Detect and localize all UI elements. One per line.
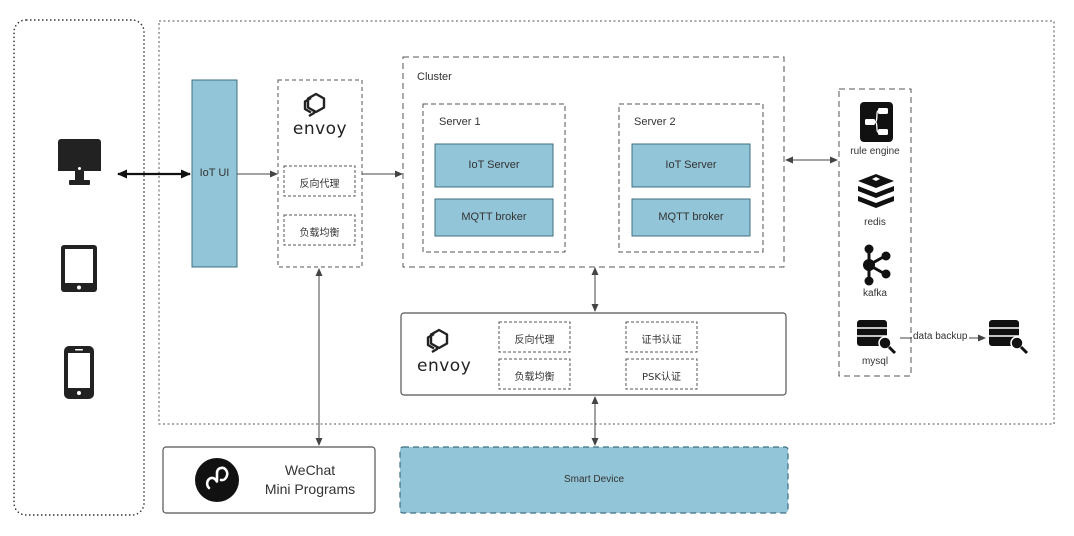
bottom-envoy-text: envoy <box>417 356 472 376</box>
server-2-iot-server <box>631 143 751 188</box>
cluster-title: Cluster <box>417 71 452 83</box>
server-2-box <box>618 103 764 253</box>
bottom-gateway <box>400 312 787 396</box>
smart-device-label: Smart Device <box>563 474 624 485</box>
data-backup-label: data backup <box>912 331 969 342</box>
cert-auth-box <box>625 321 698 353</box>
psk-auth-box <box>625 358 698 390</box>
system-boundary <box>158 20 1055 425</box>
envoy-logo-icon-bottom <box>426 328 449 354</box>
wechat-title: WeChat Mini Programs <box>255 461 365 499</box>
top-reverse-proxy-label: 反向代理 <box>299 179 340 190</box>
server-2-iot-server-label: IoT Server <box>665 159 717 171</box>
smartphone-icon <box>64 346 94 399</box>
rule-engine-label: rule engine <box>850 146 900 157</box>
server-1-iot-server <box>434 143 554 188</box>
kafka-icon <box>863 244 891 286</box>
top-load-balance-box <box>283 214 356 246</box>
cert-auth-label: 证书认证 <box>641 335 682 346</box>
server-1-title: Server 1 <box>439 116 481 128</box>
redis-icon <box>858 174 894 208</box>
wechat-mini-program-icon <box>195 458 239 502</box>
server-2-mqtt <box>631 198 751 237</box>
iot-ui-label: IoT UI <box>199 167 230 179</box>
smart-device-box <box>399 446 789 514</box>
bottom-reverse-proxy-box <box>498 321 571 353</box>
desktop-icon <box>58 139 101 185</box>
envoy-logo-icon <box>303 92 326 118</box>
services-box <box>838 88 912 377</box>
mysql-label: mysql <box>861 356 889 367</box>
server-2-mqtt-label: MQTT broker <box>658 211 724 223</box>
server-1-mqtt <box>434 198 554 237</box>
iot-ui-box <box>191 79 238 268</box>
client-panel <box>13 19 145 516</box>
mysql-icon <box>857 320 897 355</box>
rule-engine-icon <box>860 102 893 142</box>
server-1-iot-server-label: IoT Server <box>468 159 520 171</box>
psk-auth-label: PSK认证 <box>642 372 681 383</box>
redis-label: redis <box>864 217 886 228</box>
bottom-load-balance-label: 负载均衡 <box>514 372 555 383</box>
wechat-line-1: WeChat <box>284 462 336 478</box>
server-1-mqtt-label: MQTT broker <box>461 211 527 223</box>
kafka-label: kafka <box>863 288 887 299</box>
wechat-line-2: Mini Programs <box>264 481 356 497</box>
top-envoy-text: envoy <box>292 119 348 139</box>
top-reverse-proxy-box <box>283 165 356 197</box>
bottom-load-balance-box <box>498 358 571 390</box>
server-1-box <box>422 103 566 253</box>
top-load-balance-label: 负载均衡 <box>299 228 340 239</box>
tablet-icon <box>61 245 97 292</box>
bottom-reverse-proxy-label: 反向代理 <box>514 335 555 346</box>
server-2-title: Server 2 <box>634 116 676 128</box>
backup-database-icon <box>989 320 1029 355</box>
